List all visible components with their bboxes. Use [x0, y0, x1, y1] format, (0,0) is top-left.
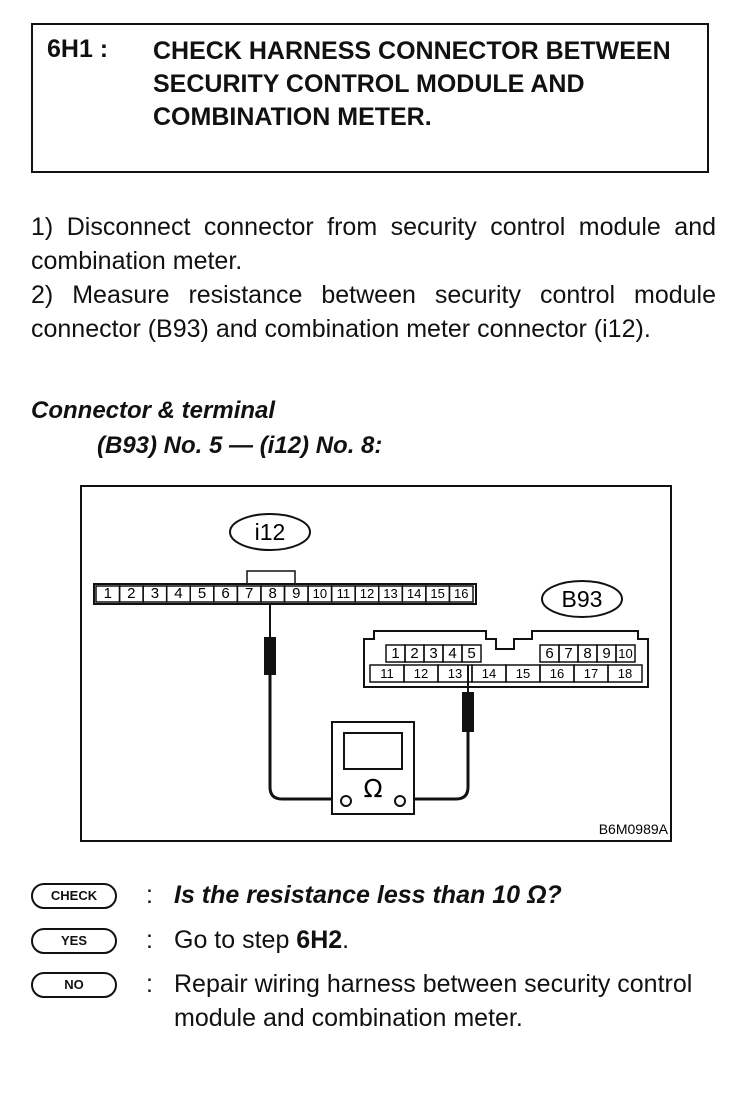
- check-question: Is the resistance less than 10 Ω?: [174, 881, 562, 909]
- i12-pin-12: 12: [360, 586, 374, 601]
- i12-pin-4: 4: [174, 585, 182, 602]
- i12-label-ellipse: [229, 513, 311, 551]
- b93-pin-7: 7: [564, 645, 572, 662]
- b93-pin-11: 11: [380, 666, 394, 681]
- step-title: CHECK HARNESS CONNECTOR BETWEEN SECURITY…: [153, 37, 671, 131]
- b93-pin-5: 5: [467, 645, 475, 662]
- ohm-symbol: Ω: [363, 774, 382, 803]
- i12-pin-2: 2: [127, 585, 135, 602]
- i12-pin-14: 14: [407, 586, 421, 601]
- instructions: 1) Disconnect connector from security co…: [31, 210, 716, 346]
- b93-pin-4: 4: [448, 645, 456, 662]
- terminal-heading: Connector & terminal: [31, 397, 276, 424]
- i12-pin-1: 1: [104, 585, 112, 602]
- ohmmeter-terminal-right: [394, 795, 406, 807]
- instruction-1: 1) Disconnect connector from security co…: [31, 213, 716, 275]
- i12-pin-3: 3: [151, 585, 159, 602]
- b93-pin-3: 3: [429, 645, 437, 662]
- ohmmeter-terminal-left: [340, 795, 352, 807]
- b93-label-ellipse: [541, 580, 623, 618]
- b93-pin-13: 13: [448, 666, 462, 681]
- b93-pin-8: 8: [583, 645, 591, 662]
- terminal-spec: (B93) No. 5 — (i12) No. 8:: [97, 432, 383, 459]
- probe-b93: [462, 692, 474, 732]
- instruction-2: 2) Measure resistance between security c…: [31, 281, 716, 343]
- i12-pin-11: 11: [337, 586, 351, 601]
- i12-latch: [246, 570, 296, 585]
- check-colon: :: [146, 881, 153, 909]
- i12-pin-7: 7: [245, 585, 253, 602]
- no-text: Repair wiring harness between security c…: [174, 970, 693, 1032]
- i12-pin-10: 10: [313, 586, 327, 601]
- yes-text-suffix: .: [342, 926, 350, 954]
- b93-connector: [363, 630, 649, 688]
- i12-pin-15: 15: [430, 586, 444, 601]
- i12-pin-13: 13: [383, 586, 397, 601]
- b93-pin-16: 16: [550, 666, 564, 681]
- b93-pin-17: 17: [584, 666, 598, 681]
- b93-pin-6: 6: [545, 645, 553, 662]
- figure-code: B6M0989A: [599, 821, 669, 837]
- step-header-box: 6H1 : CHECK HARNESS CONNECTOR BETWEEN SE…: [31, 23, 709, 173]
- b93-pin-9: 9: [602, 645, 610, 662]
- yes-badge: YES: [31, 928, 117, 954]
- yes-step-link: 6H2: [296, 926, 343, 954]
- step-number: 6H1 :: [47, 35, 109, 63]
- b93-pin-14: 14: [482, 666, 496, 681]
- b93-pin-2: 2: [410, 645, 418, 662]
- i12-pin-6: 6: [221, 585, 229, 602]
- b93-pin-5-cell: [461, 644, 482, 663]
- i12-pin-5: 5: [198, 585, 206, 602]
- b93-pin-15: 15: [516, 666, 530, 681]
- b93-pin-10-cell: [615, 644, 636, 663]
- yes-colon: :: [146, 926, 153, 954]
- i12-pin-9: 9: [292, 585, 300, 602]
- i12-pin-16-cell: [448, 585, 474, 603]
- yes-text-prefix: Go to step: [174, 926, 297, 954]
- b93-pin-18-cell: [607, 664, 643, 683]
- b93-pin-12: 12: [414, 666, 428, 681]
- no-colon: :: [146, 970, 153, 998]
- check-badge: CHECK: [31, 883, 117, 909]
- i12-connector: [93, 583, 477, 605]
- lead-left: [268, 675, 344, 801]
- i12-pin-16: 16: [454, 586, 468, 601]
- ohmmeter-display: [343, 732, 403, 770]
- b93-pin-18: 18: [618, 666, 632, 681]
- i12-label: i12: [255, 519, 286, 545]
- b93-pin-10: 10: [618, 646, 632, 661]
- no-badge: NO: [31, 972, 117, 998]
- yes-text: Go to step 6H2.: [174, 923, 719, 957]
- b93-housing: [363, 630, 649, 688]
- probe-i12: [264, 637, 276, 675]
- lead-right: [402, 732, 470, 801]
- i12-pin-8: 8: [269, 585, 277, 602]
- b93-label: B93: [562, 586, 603, 612]
- b93-pin-1: 1: [391, 645, 399, 662]
